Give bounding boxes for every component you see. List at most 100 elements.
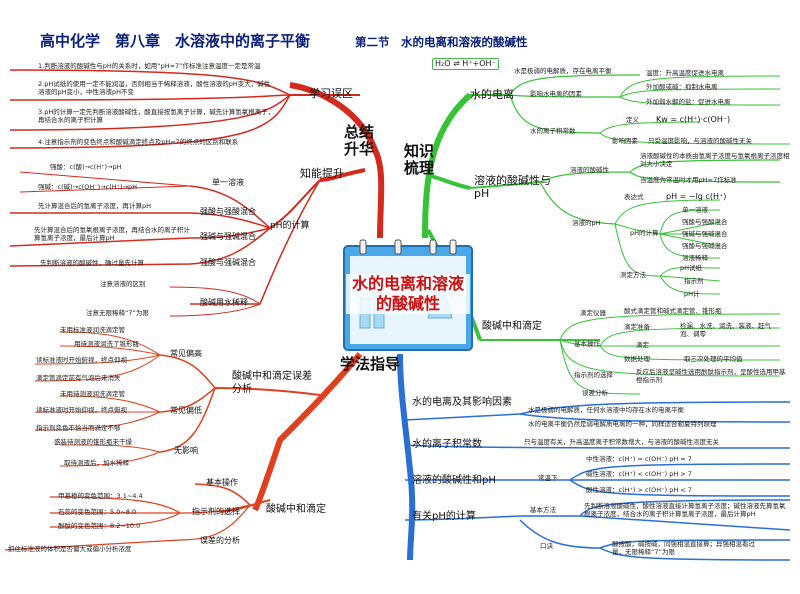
ph-calc-2: 强酸与强酸混合 (682, 218, 728, 226)
line-water-factors-items (619, 75, 781, 106)
hub-summary: 总结 升华 (344, 123, 375, 158)
ph-calc-3: 强碱与强碱混合 (682, 230, 728, 238)
line-r2 (404, 444, 791, 449)
ph-calc-1: 单一溶液 (682, 206, 708, 214)
higher-2: 用待测液润洗了锥形瓶 (74, 340, 139, 348)
acid-base-note: 先判断溶液的酸碱性，确过量先计算 (40, 259, 144, 267)
dilution-note-2: 注意无限稀释“7”为限 (86, 309, 149, 317)
higher-3: 读标准液时开始俯视，终点仰视 (36, 356, 127, 364)
line-bb (9, 227, 271, 247)
line-mis-4 (9, 94, 291, 149)
branch-knowledge (422, 92, 472, 239)
label-ph-measure: 测定方法 (620, 271, 646, 279)
rhyme-note: 酸按酸，碱按碱，同强相混直接算；异强相混看过量，无限稀释“7”为限 (612, 540, 755, 556)
label-indicator-left: 指示剂的选择 (192, 507, 240, 516)
line-water-factors (509, 94, 621, 98)
label-misconceptions: 学习误区 (309, 87, 353, 100)
line-mis-1 (9, 69, 291, 96)
acidity-item-1: 溶液酸碱性的本质由氢离子浓度与氢氧根离子浓度相对大小决定 (640, 152, 790, 168)
line-mis-2 (9, 94, 291, 101)
line-none-items (59, 444, 161, 467)
r3-sub: 常温下 (538, 474, 558, 482)
indicator-right-note: 反应后溶液呈碱性选用酚酞指示剂，呈酸性选用甲基橙指示剂 (636, 368, 786, 384)
label-no-effect: 无影响 (174, 446, 198, 455)
none-2: 取待测液后，加水稀释 (64, 459, 129, 467)
line-titr-basic (194, 483, 251, 506)
label-ph-expr: 表达式 (624, 193, 644, 201)
line-single (189, 185, 271, 229)
branch-ability (319, 168, 366, 182)
label-ph-calc: pH的计算 (270, 221, 310, 231)
hub-knowledge: 知识 梳理 (404, 142, 435, 177)
label-dilution: 酸碱用水稀释 (200, 298, 248, 307)
hub-method: 学法指导 (340, 355, 401, 373)
label-lower: 常见偏低 (170, 406, 202, 415)
indicator-methyl-orange: 甲基橙的变色范围：3.1~4.4 (58, 492, 143, 500)
none-1: 盛装待测液的锥形瓶未干燥 (54, 438, 132, 446)
line-dilution (190, 179, 321, 305)
label-titration-left: 酸碱中和滴定 (266, 504, 326, 515)
instruments-note: 酸式滴定管和碱式滴定管、锥形瓶 (624, 307, 722, 315)
line-titr (219, 499, 271, 513)
label-r3: 溶液的酸碱性和pH (412, 475, 496, 486)
op-prepare: 滴定准备 (624, 323, 650, 331)
dilution-note-1: 注意溶液的区别 (100, 280, 146, 288)
label-r4: 有关pH的计算 (412, 511, 476, 522)
line-aa (10, 212, 271, 229)
op-data: 数据处理 (624, 355, 650, 363)
line-single-a (19, 171, 191, 187)
base-base-note: 先计算混合后的氢氧根离子浓度，再结合水的离子积计算氢离子浓度，最后计算pH (34, 226, 190, 242)
single-strong-base: 强碱：c(碱)→c(OH⁻)→c(H⁺)→pH (38, 183, 138, 191)
label-basic-op-right: 基本操作 (574, 340, 600, 348)
mis-item-1: 1.判断溶液的酸碱性与pH的关系时，如用“pH=7”作标准注意温度一定是常温 (38, 62, 261, 70)
water-weak: 水是极弱的电解质，存在电离平衡 (514, 67, 612, 75)
label-kw-factor: 影响因素 (612, 137, 638, 145)
line-r4 (404, 499, 791, 561)
line-titr-ind (49, 496, 251, 528)
r1-item-1: 水是极弱的电解质，任何水溶液中均存在水的电离平衡 (528, 406, 684, 414)
label-ph-calc-right: pH的计算 (630, 229, 659, 237)
label-r1: 水的电离及其影响因素 (412, 397, 512, 408)
factor-2: 外加酸或碱：抑制水电离 (646, 83, 718, 91)
line-ab (9, 227, 271, 267)
line-lower (159, 387, 216, 413)
label-kw-def: 定义 (626, 116, 639, 124)
branch-summary (289, 82, 385, 239)
measure-indicator: 指示剂 (684, 277, 704, 285)
label-instruments: 滴定仪器 (580, 309, 606, 317)
mis-item-2: 2.pH试纸的使用一定不能润湿，否则相当于稀释溶液，酸性溶液的pH变大，碱性溶液… (38, 80, 271, 96)
line-water-weak (509, 74, 641, 96)
factor-3: 外加弱水解的盐：促进水电离 (646, 98, 731, 106)
page-subtitle: 第二节 水的电离和溶液的酸碱性 (355, 35, 528, 49)
line-acid-sub (539, 159, 781, 183)
line-acid-ph-items (614, 199, 721, 295)
measure-ph-paper: pH试纸 (680, 264, 703, 272)
line-higher-items (34, 331, 161, 382)
line-r1 (404, 401, 791, 423)
line-ph-calc (269, 179, 321, 229)
branch-method (397, 353, 416, 561)
line-none (159, 387, 216, 453)
label-error-left: 误差的分析 (200, 536, 240, 545)
label-solution-ph: 溶液的pH (572, 219, 601, 227)
indicator-litmus: 石蕊的变色范围：5.0~8.0 (58, 508, 137, 516)
indicator-phenolphthalein: 酚酞的变色范围：8.2~10.0 (58, 522, 141, 530)
error-left-note: 抓住标准液的体积是否偏大或偏小分析浓度 (8, 545, 132, 553)
line-acid (469, 181, 541, 189)
center-card: 水的电离和溶液的酸碱性 (340, 238, 476, 354)
lower-3: 指示剂变色不恰当而滴定不够 (36, 424, 121, 432)
line-acid-ph (539, 181, 616, 225)
ph-calc-5: 溶液稀释 (682, 254, 708, 262)
lower-2: 读标准液时开始仰视，终点俯视 (36, 406, 127, 414)
label-acidity-sub: 溶液的酸碱性 (570, 166, 609, 174)
label-acid-acid: 强酸与强酸混合 (200, 207, 256, 216)
label-basic-method: 基本方法 (530, 506, 556, 514)
label-water-factors: 影响水电离的因素 (530, 90, 582, 98)
line-mis-3 (9, 94, 291, 131)
label-error-right: 误差分析 (582, 389, 608, 397)
line-water-kw-items (599, 121, 791, 145)
ph-calc-4: 强酸与强碱混合 (682, 242, 728, 250)
label-rhyme: 口诀 (540, 542, 553, 550)
